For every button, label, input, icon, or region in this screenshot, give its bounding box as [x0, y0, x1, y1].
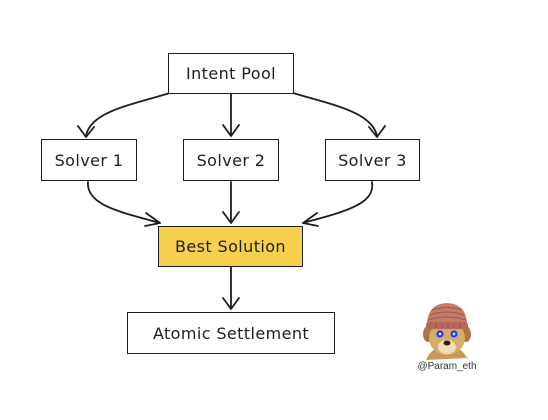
arrowhead-solver-1: [77, 125, 95, 138]
arrowhead-atomic: [222, 297, 240, 310]
solver-3-node: Solver 3: [325, 139, 420, 181]
solver-2-label: Solver 2: [196, 150, 266, 170]
intent-pool-node: Intent Pool: [168, 53, 294, 94]
solver-1-label: Solver 1: [54, 150, 124, 170]
arrowhead-solver-2: [222, 124, 240, 137]
best-solution-node: Best Solution: [158, 226, 303, 267]
atomic-settlement-node: Atomic Settlement: [127, 312, 335, 354]
arrow-solver-3-to-best: [302, 181, 373, 224]
author-handle: @Param_eth: [417, 361, 477, 372]
arrow-intent-to-solver-3: [292, 92, 378, 137]
intent-pool-label: Intent Pool: [186, 64, 276, 83]
arrowhead-best-left: [144, 212, 161, 227]
best-solution-label: Best Solution: [175, 237, 286, 256]
solver-2-node: Solver 2: [183, 139, 279, 181]
dog-with-knit-hat-avatar-icon: [412, 296, 482, 376]
solver-3-label: Solver 3: [338, 150, 407, 170]
arrowhead-solver-3: [368, 125, 386, 138]
atomic-settlement-label: Atomic Settlement: [152, 323, 310, 343]
arrowhead-best-right: [302, 212, 319, 227]
arrow-solver-1-to-best: [87, 181, 161, 224]
arrow-intent-to-solver-1: [85, 92, 171, 137]
arrowhead-best-center: [222, 211, 240, 224]
solver-1-node: Solver 1: [41, 139, 137, 181]
